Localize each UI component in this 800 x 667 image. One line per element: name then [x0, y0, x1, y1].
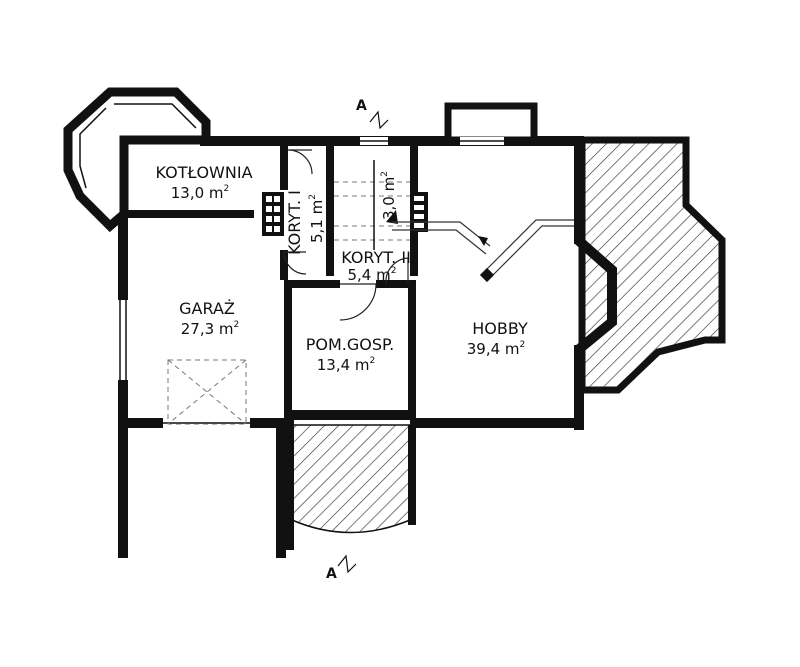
window-stair-top	[360, 137, 388, 145]
wall-bottom-hobby	[410, 418, 584, 428]
window-garage-left	[117, 300, 129, 380]
section-label-bottom: A	[326, 566, 337, 582]
room-koryt2: KORYT. II 5,4 m2	[341, 248, 411, 284]
porch-south-hatched	[291, 424, 411, 534]
octagon-bay-wall	[63, 87, 211, 233]
room-name: GARAŻ	[179, 299, 235, 318]
wall-top-hobby-right	[574, 136, 584, 244]
wall-hobby-bay	[574, 236, 617, 354]
room-area: 13,0 m2	[171, 184, 230, 202]
chimney-left	[262, 192, 284, 236]
window-hobby-top	[460, 137, 504, 145]
wall-pomgosp-right	[408, 280, 416, 418]
garage-door-opening	[163, 359, 250, 425]
room-hobby: HOBBY 39,4 m2	[467, 319, 528, 358]
room-area: 39,4 m2	[467, 340, 526, 358]
room-garaz: GARAŻ 27,3 m2	[179, 299, 239, 338]
wall-bottom-garage-right	[250, 418, 294, 428]
room-area: 5,4 m2	[348, 266, 397, 284]
door-garage-koryt1	[283, 251, 307, 275]
wall-pomgosp-top-right	[376, 280, 416, 288]
wall-hobby-right-lower	[574, 345, 584, 430]
wall-stair-left	[326, 146, 334, 276]
room-area: 3,0 m2	[380, 171, 398, 220]
room-koryt1: KORYT. I 5,1 m2	[285, 190, 326, 255]
room-area: 27,3 m2	[181, 320, 240, 338]
room-area: 13,4 m2	[317, 356, 376, 374]
chimney-right	[410, 192, 428, 232]
top-niche	[444, 102, 538, 144]
wall-bottom-garage-left	[118, 418, 163, 428]
room-name: HOBBY	[472, 319, 528, 338]
room-name: POM.GOSP.	[306, 335, 395, 354]
room-name: KOTŁOWNIA	[155, 163, 252, 182]
terrace-east-hatched	[578, 136, 726, 394]
porch-wall-right	[408, 425, 416, 525]
wall-kotlownia-bottom	[124, 210, 254, 218]
room-name: KORYT. I	[285, 190, 304, 255]
wall-pomgosp-top	[284, 280, 340, 288]
wall-pomgosp-left	[284, 280, 292, 418]
stairs	[334, 160, 410, 250]
room-kotlownia: KOTŁOWNIA 13,0 m2	[155, 163, 252, 202]
room-stairs: 3,0 m2	[380, 171, 398, 220]
section-marker-top: A	[356, 98, 389, 130]
wall-bottom-pomgosp	[288, 410, 414, 420]
door-kotlownia	[287, 149, 313, 175]
pillar-right	[276, 428, 286, 558]
wall-koryt1-left	[280, 146, 288, 190]
section-marker-bottom: A	[326, 554, 357, 582]
room-name: KORYT. II	[341, 248, 411, 267]
door-koryt2-hobby	[385, 257, 409, 285]
pillar-left	[118, 428, 128, 558]
door-koryt2-pomgosp	[339, 283, 377, 321]
section-label-top: A	[356, 98, 367, 114]
wall-top-main	[200, 136, 584, 146]
porch-wall-left	[286, 425, 294, 550]
octagon-bay-inner	[79, 103, 197, 189]
wall-koryt1-left-lower	[280, 250, 288, 280]
stair-run-hobby	[392, 219, 574, 283]
room-pomgosp: POM.GOSP. 13,4 m2	[306, 335, 395, 374]
room-area: 5,1 m2	[308, 194, 326, 243]
